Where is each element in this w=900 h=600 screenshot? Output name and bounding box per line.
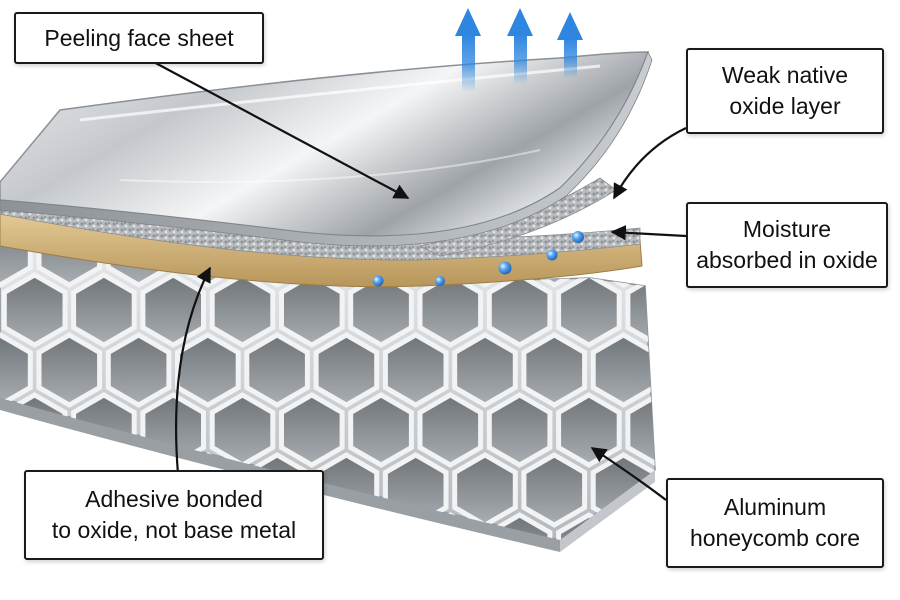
honeycomb-cell	[625, 392, 655, 468]
moisture-droplet	[572, 231, 584, 243]
moisture-droplet	[546, 249, 558, 261]
honeycomb-cell	[0, 238, 33, 288]
honeycomb-cell	[452, 452, 518, 528]
honeycomb-cell	[486, 512, 553, 540]
honeycomb-cell	[382, 332, 449, 408]
leader-face-sheet	[149, 59, 410, 199]
leader-core	[590, 447, 667, 501]
honeycomb-cell	[663, 335, 724, 405]
honeycomb-cell	[105, 332, 172, 408]
moisture-droplet	[435, 276, 445, 286]
honeycomb-cell	[313, 332, 380, 408]
honeycomb-cell	[452, 332, 518, 408]
peel-direction-arrow	[507, 8, 533, 84]
honeycomb-cell	[0, 332, 33, 408]
leader-oxide	[613, 127, 687, 200]
leader-moisture	[610, 225, 687, 241]
label-moisture-absorbed: Moisture absorbed in oxide	[686, 202, 888, 288]
label-aluminum-honeycomb-core: Aluminum honeycomb core	[666, 478, 884, 568]
honeycomb-cell	[209, 392, 276, 468]
honeycomb-cell	[590, 332, 655, 408]
leader-adhesive	[174, 266, 211, 475]
moisture-droplet	[372, 275, 384, 287]
honeycomb-cell	[140, 272, 206, 348]
honeycomb-cell	[71, 272, 137, 348]
honeycomb-cell	[348, 392, 414, 468]
honeycomb-cell	[244, 332, 310, 408]
peel-direction-arrow	[455, 8, 481, 92]
honeycomb-cell	[697, 395, 758, 465]
honeycomb-cell	[521, 332, 588, 408]
honeycomb-cell	[521, 452, 588, 528]
honeycomb-cell	[1, 272, 68, 348]
leader-lines	[149, 59, 687, 501]
peel-direction-arrows	[455, 8, 583, 92]
honeycomb-cell	[279, 392, 345, 468]
honeycomb-cell	[417, 392, 484, 468]
honeycomb-cell	[36, 332, 103, 408]
honeycomb-cell	[556, 392, 622, 468]
honeycomb-cell	[556, 272, 622, 348]
peeling-face-sheet	[0, 50, 653, 247]
label-weak-native-oxide: Weak native oxide layer	[686, 48, 884, 134]
peel-direction-arrow	[557, 12, 583, 78]
moisture-droplets	[372, 231, 584, 287]
honeycomb-cell	[348, 512, 414, 540]
label-adhesive-bonded: Adhesive bonded to oxide, not base metal	[24, 470, 324, 560]
honeycomb-cell	[486, 272, 553, 348]
moisture-droplet	[498, 261, 512, 275]
honeycomb-cell	[625, 272, 655, 348]
honeycomb-cell	[175, 332, 241, 408]
label-peeling-face-sheet: Peeling face sheet	[14, 12, 264, 64]
honeycomb-cell	[209, 272, 276, 348]
honeycomb-cell	[486, 392, 553, 468]
